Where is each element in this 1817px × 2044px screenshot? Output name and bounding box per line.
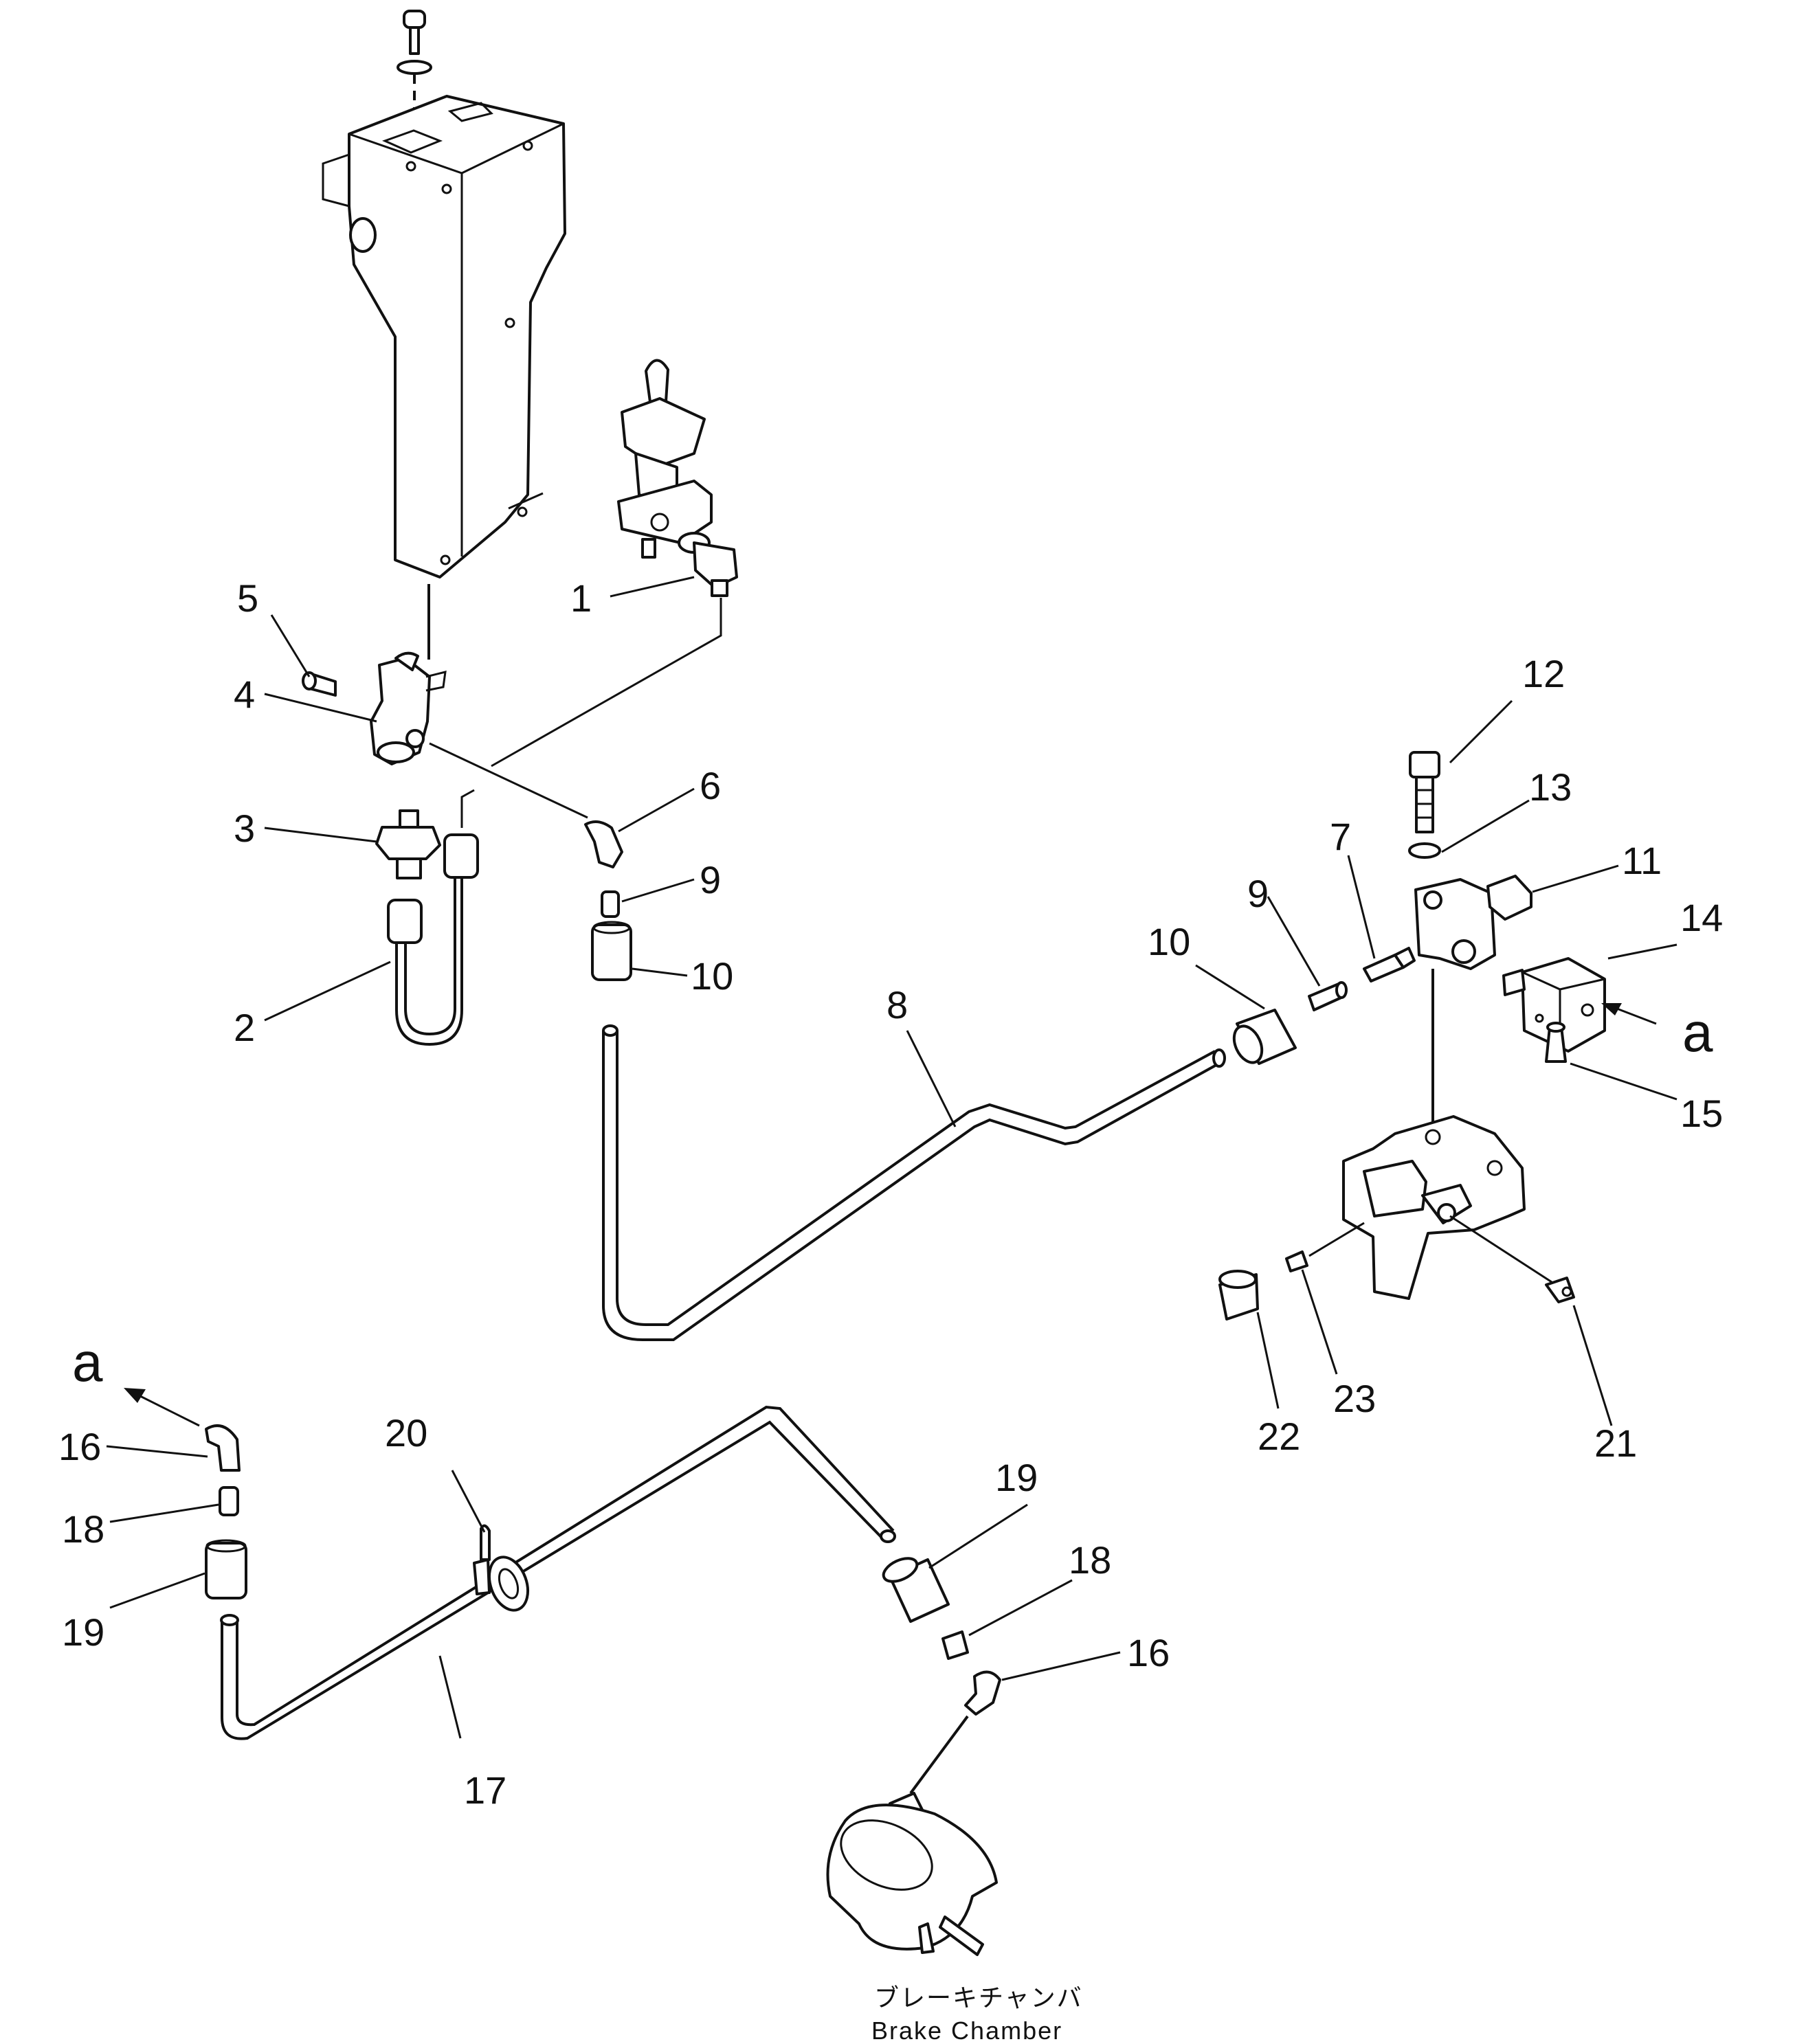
pipe-17 bbox=[220, 1405, 896, 1740]
relay-valve-body bbox=[1342, 1115, 1526, 1300]
label-6: 6 bbox=[700, 764, 721, 807]
sleeve-18-right bbox=[941, 1630, 969, 1660]
label-16-left: 16 bbox=[58, 1425, 101, 1468]
washer-13 bbox=[1408, 842, 1441, 859]
hand-valve bbox=[617, 359, 713, 559]
label-2: 2 bbox=[234, 1006, 255, 1049]
label-7: 7 bbox=[1330, 815, 1351, 858]
fitting-block-11 bbox=[1414, 875, 1532, 1134]
label-4: 4 bbox=[234, 673, 255, 716]
hose-2 bbox=[387, 789, 479, 1046]
caption-english: Brake Chamber bbox=[871, 2017, 1062, 2044]
label-20: 20 bbox=[385, 1411, 427, 1455]
label-14: 14 bbox=[1680, 896, 1723, 939]
label-15: 15 bbox=[1680, 1092, 1723, 1135]
bolt-12 bbox=[1409, 751, 1440, 833]
plug-15 bbox=[1545, 1022, 1567, 1063]
elbow-16-left bbox=[205, 1424, 241, 1472]
pipe-8 bbox=[602, 1024, 1226, 1341]
label-10-right: 10 bbox=[1148, 920, 1190, 963]
arrow-a-right bbox=[1601, 1003, 1657, 1025]
connector-7 bbox=[1363, 947, 1416, 982]
elbow-16-right bbox=[909, 1670, 1001, 1795]
label-11: 11 bbox=[1622, 839, 1662, 882]
sleeve-9-left bbox=[601, 890, 620, 918]
label-12: 12 bbox=[1522, 652, 1565, 695]
clamp-20 bbox=[473, 1524, 530, 1612]
sleeve-23 bbox=[1285, 1250, 1308, 1272]
block-14 bbox=[1502, 957, 1606, 1053]
label-13: 13 bbox=[1529, 765, 1572, 809]
label-3: 3 bbox=[234, 807, 255, 850]
label-a-left: a bbox=[72, 1332, 103, 1393]
elbow-6 bbox=[584, 820, 623, 868]
brake-chamber bbox=[826, 1792, 998, 1956]
nut-19-right bbox=[882, 1557, 950, 1623]
elbow-fitting-1 bbox=[678, 532, 738, 597]
label-21: 21 bbox=[1594, 1422, 1637, 1465]
caption: ブレーキチャンバ Brake Chamber bbox=[871, 1984, 1083, 2044]
label-8: 8 bbox=[887, 983, 908, 1026]
label-9-left: 9 bbox=[700, 858, 721, 901]
control-box-housing bbox=[322, 95, 566, 660]
adapter-3 bbox=[375, 809, 441, 879]
nut-19-left bbox=[205, 1539, 247, 1599]
label-1: 1 bbox=[570, 576, 592, 620]
plug-5 bbox=[302, 671, 337, 697]
nut-10-right bbox=[1232, 1009, 1297, 1065]
plug-21 bbox=[1545, 1277, 1575, 1303]
nut-22 bbox=[1218, 1270, 1259, 1321]
label-18-left: 18 bbox=[62, 1507, 104, 1551]
label-18-right: 18 bbox=[1069, 1538, 1111, 1582]
label-9-right: 9 bbox=[1247, 872, 1269, 915]
part-labels: 1 5 4 3 2 6 9 10 8 10 9 7 12 13 11 14 a … bbox=[58, 576, 1723, 1812]
nut-10-left bbox=[591, 921, 632, 981]
label-19-right: 19 bbox=[995, 1456, 1038, 1499]
caption-japanese: ブレーキチャンバ bbox=[874, 1984, 1083, 2012]
sleeve-18-left bbox=[219, 1486, 239, 1516]
label-22: 22 bbox=[1258, 1415, 1300, 1458]
label-5: 5 bbox=[237, 576, 258, 620]
leader-lines bbox=[106, 576, 1677, 1739]
label-10-left: 10 bbox=[691, 954, 733, 998]
label-23: 23 bbox=[1333, 1377, 1376, 1420]
sleeve-9-right bbox=[1308, 981, 1348, 1011]
arrow-a-left bbox=[124, 1388, 200, 1427]
label-17: 17 bbox=[464, 1768, 506, 1812]
label-a-right: a bbox=[1682, 1002, 1713, 1063]
label-16-right: 16 bbox=[1127, 1631, 1170, 1674]
valve-4 bbox=[370, 651, 447, 765]
label-19-left: 19 bbox=[62, 1610, 104, 1654]
